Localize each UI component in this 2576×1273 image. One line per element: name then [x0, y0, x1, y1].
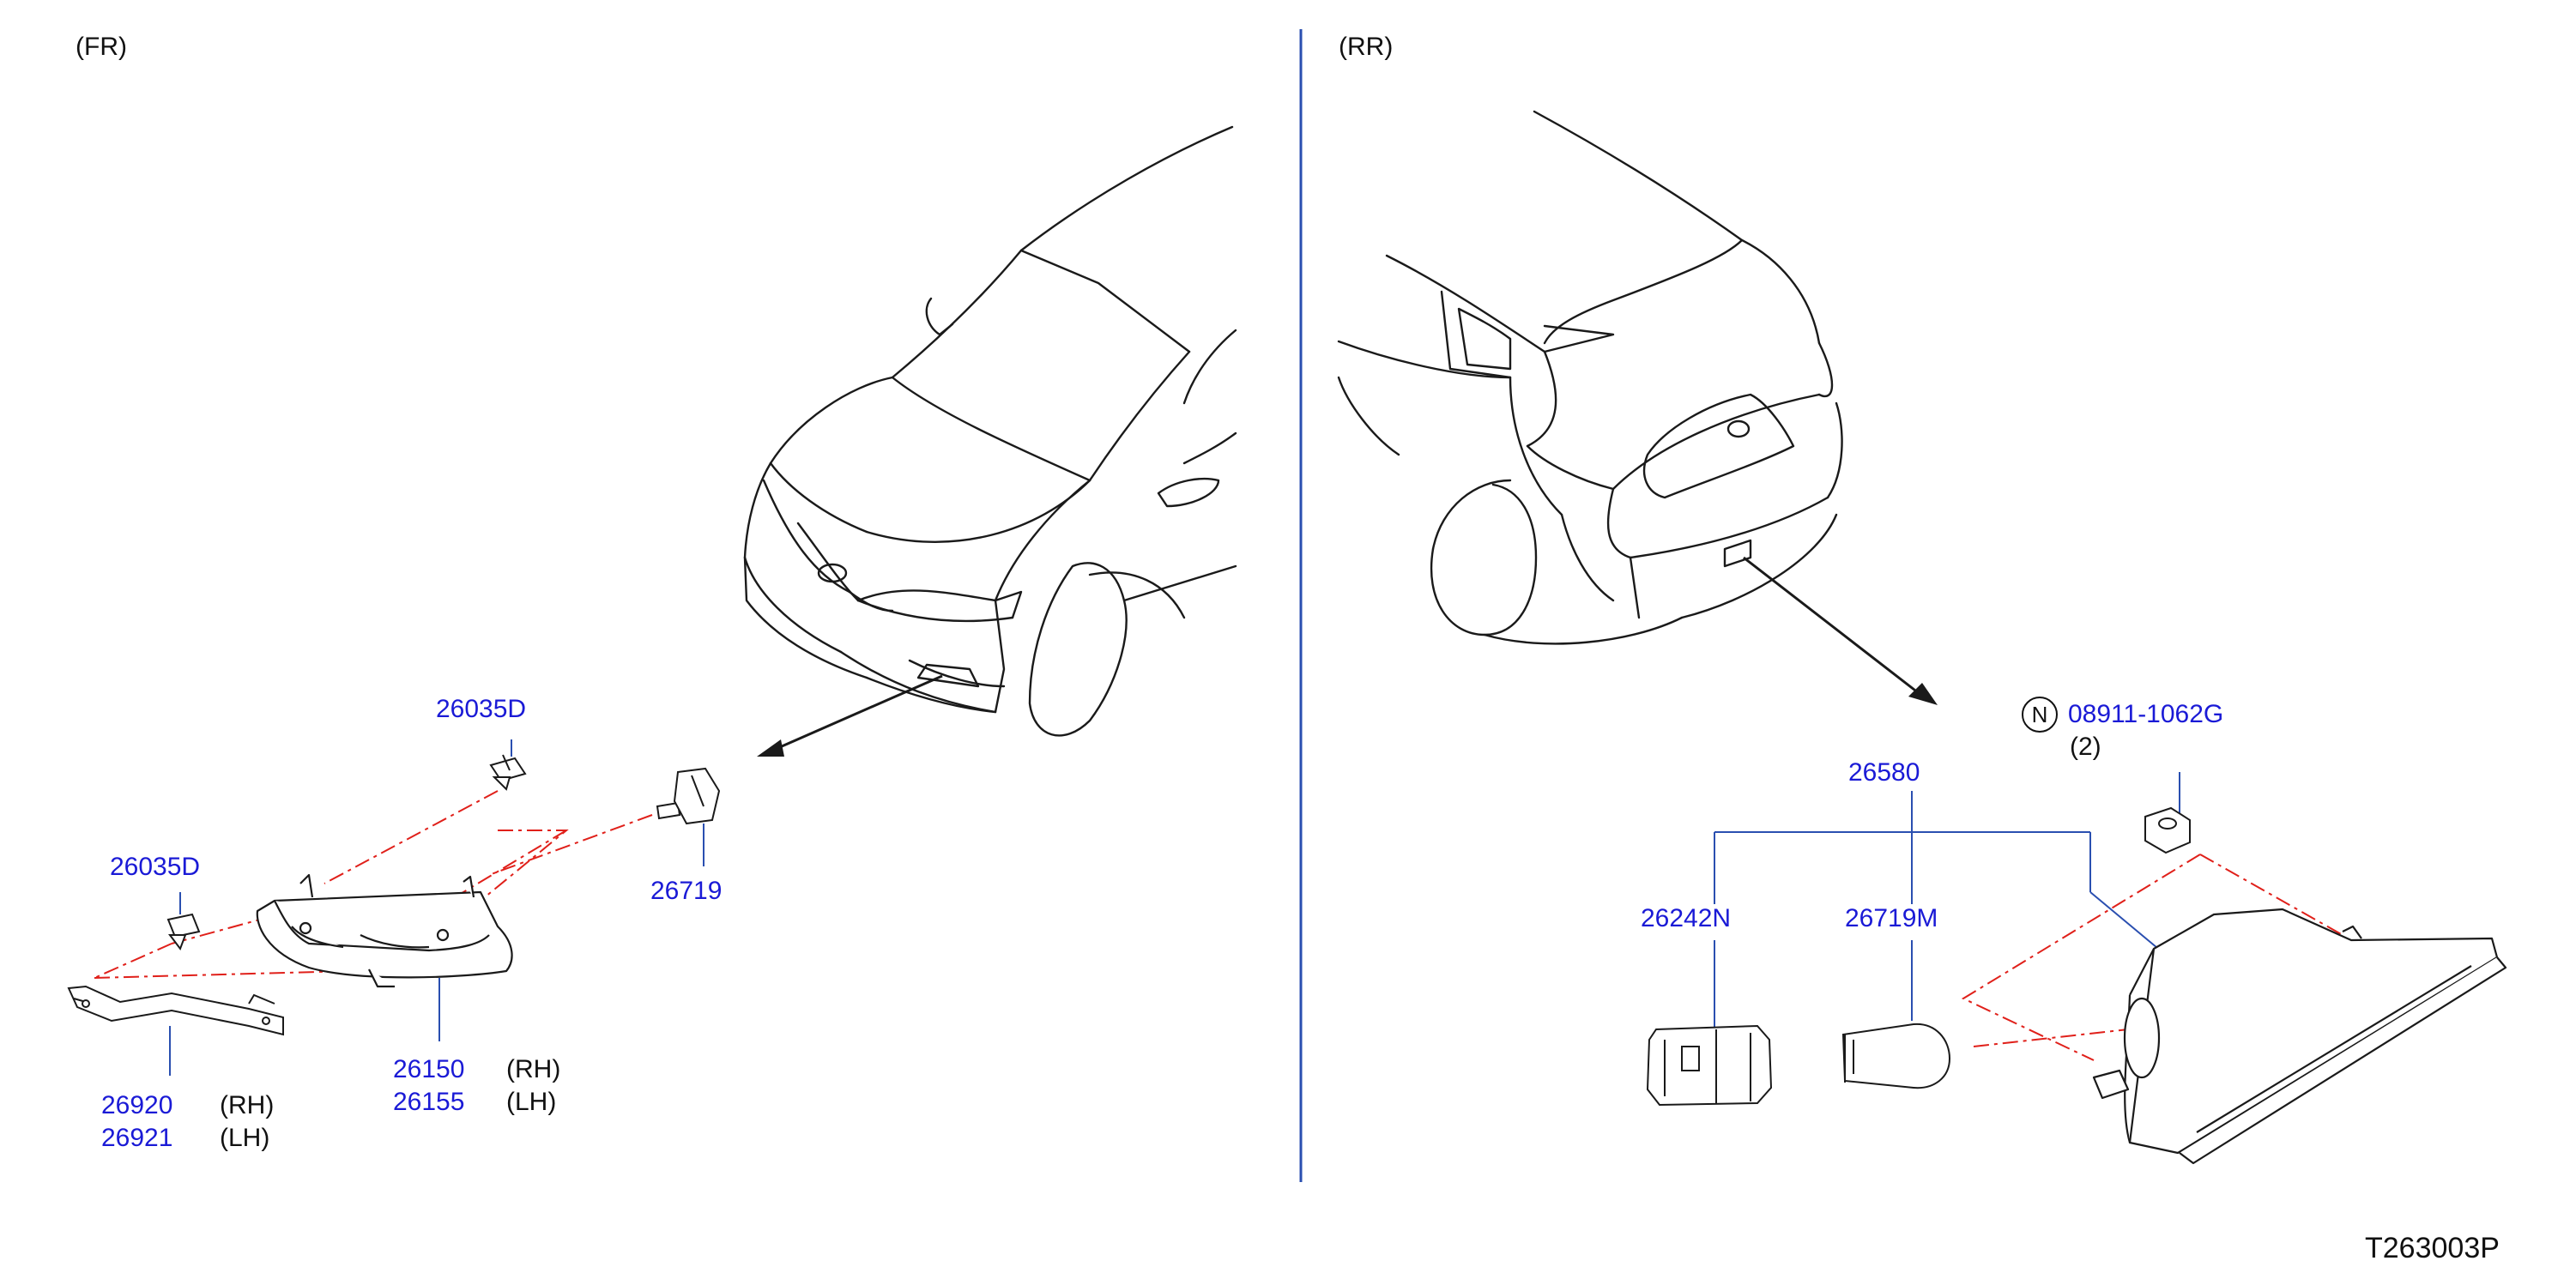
- qualifier-rh-26150: (RH): [506, 1055, 561, 1083]
- front-assembly-lines: [94, 790, 653, 979]
- part-26921[interactable]: 26921: [101, 1124, 173, 1152]
- front-arrow: [757, 674, 943, 757]
- rear-bulb: [1841, 1023, 1951, 1089]
- bolt-26035d-left: [166, 913, 201, 951]
- rear-arrow: [1743, 556, 1938, 705]
- part-26719[interactable]: 26719: [650, 877, 723, 905]
- diagram-id: T263003P: [2365, 1232, 2500, 1264]
- front-leader-lines: [169, 739, 704, 1076]
- rear-section-label: (RR): [1339, 33, 1394, 61]
- front-fog-lamp-housing: [256, 873, 513, 988]
- front-car-illustration: [743, 125, 1237, 737]
- qualifier-lh-26155: (LH): [506, 1088, 557, 1116]
- rear-lamp-housing: [2092, 908, 2507, 1165]
- part-08911-1062g[interactable]: 08911-1062G: [2068, 700, 2224, 728]
- nut-symbol: N: [2022, 697, 2058, 733]
- nut-quantity: (2): [2070, 733, 2101, 761]
- qualifier-rh-26920: (RH): [220, 1091, 275, 1119]
- front-bulb: [656, 767, 721, 825]
- part-26035d-upper[interactable]: 26035D: [436, 695, 527, 723]
- rear-socket: [1646, 1024, 1773, 1107]
- part-26150[interactable]: 26150: [393, 1055, 465, 1083]
- bolt-26035d-upper: [489, 754, 527, 791]
- rear-car-illustration: [1337, 110, 1843, 645]
- front-bracket: [67, 985, 284, 1036]
- part-26155[interactable]: 26155: [393, 1088, 465, 1116]
- part-26580[interactable]: 26580: [1848, 758, 1920, 787]
- part-26920[interactable]: 26920: [101, 1091, 173, 1119]
- part-26035d-left[interactable]: 26035D: [110, 853, 201, 881]
- front-section-label: (FR): [76, 33, 127, 61]
- part-26242n[interactable]: 26242N: [1641, 904, 1732, 932]
- rear-nut: [2144, 806, 2191, 854]
- part-26719m[interactable]: 26719M: [1845, 904, 1938, 932]
- rear-assembly-lines: [1961, 854, 2343, 1061]
- rear-leader-lines: [1714, 772, 2180, 1029]
- qualifier-lh-26921: (LH): [220, 1124, 270, 1152]
